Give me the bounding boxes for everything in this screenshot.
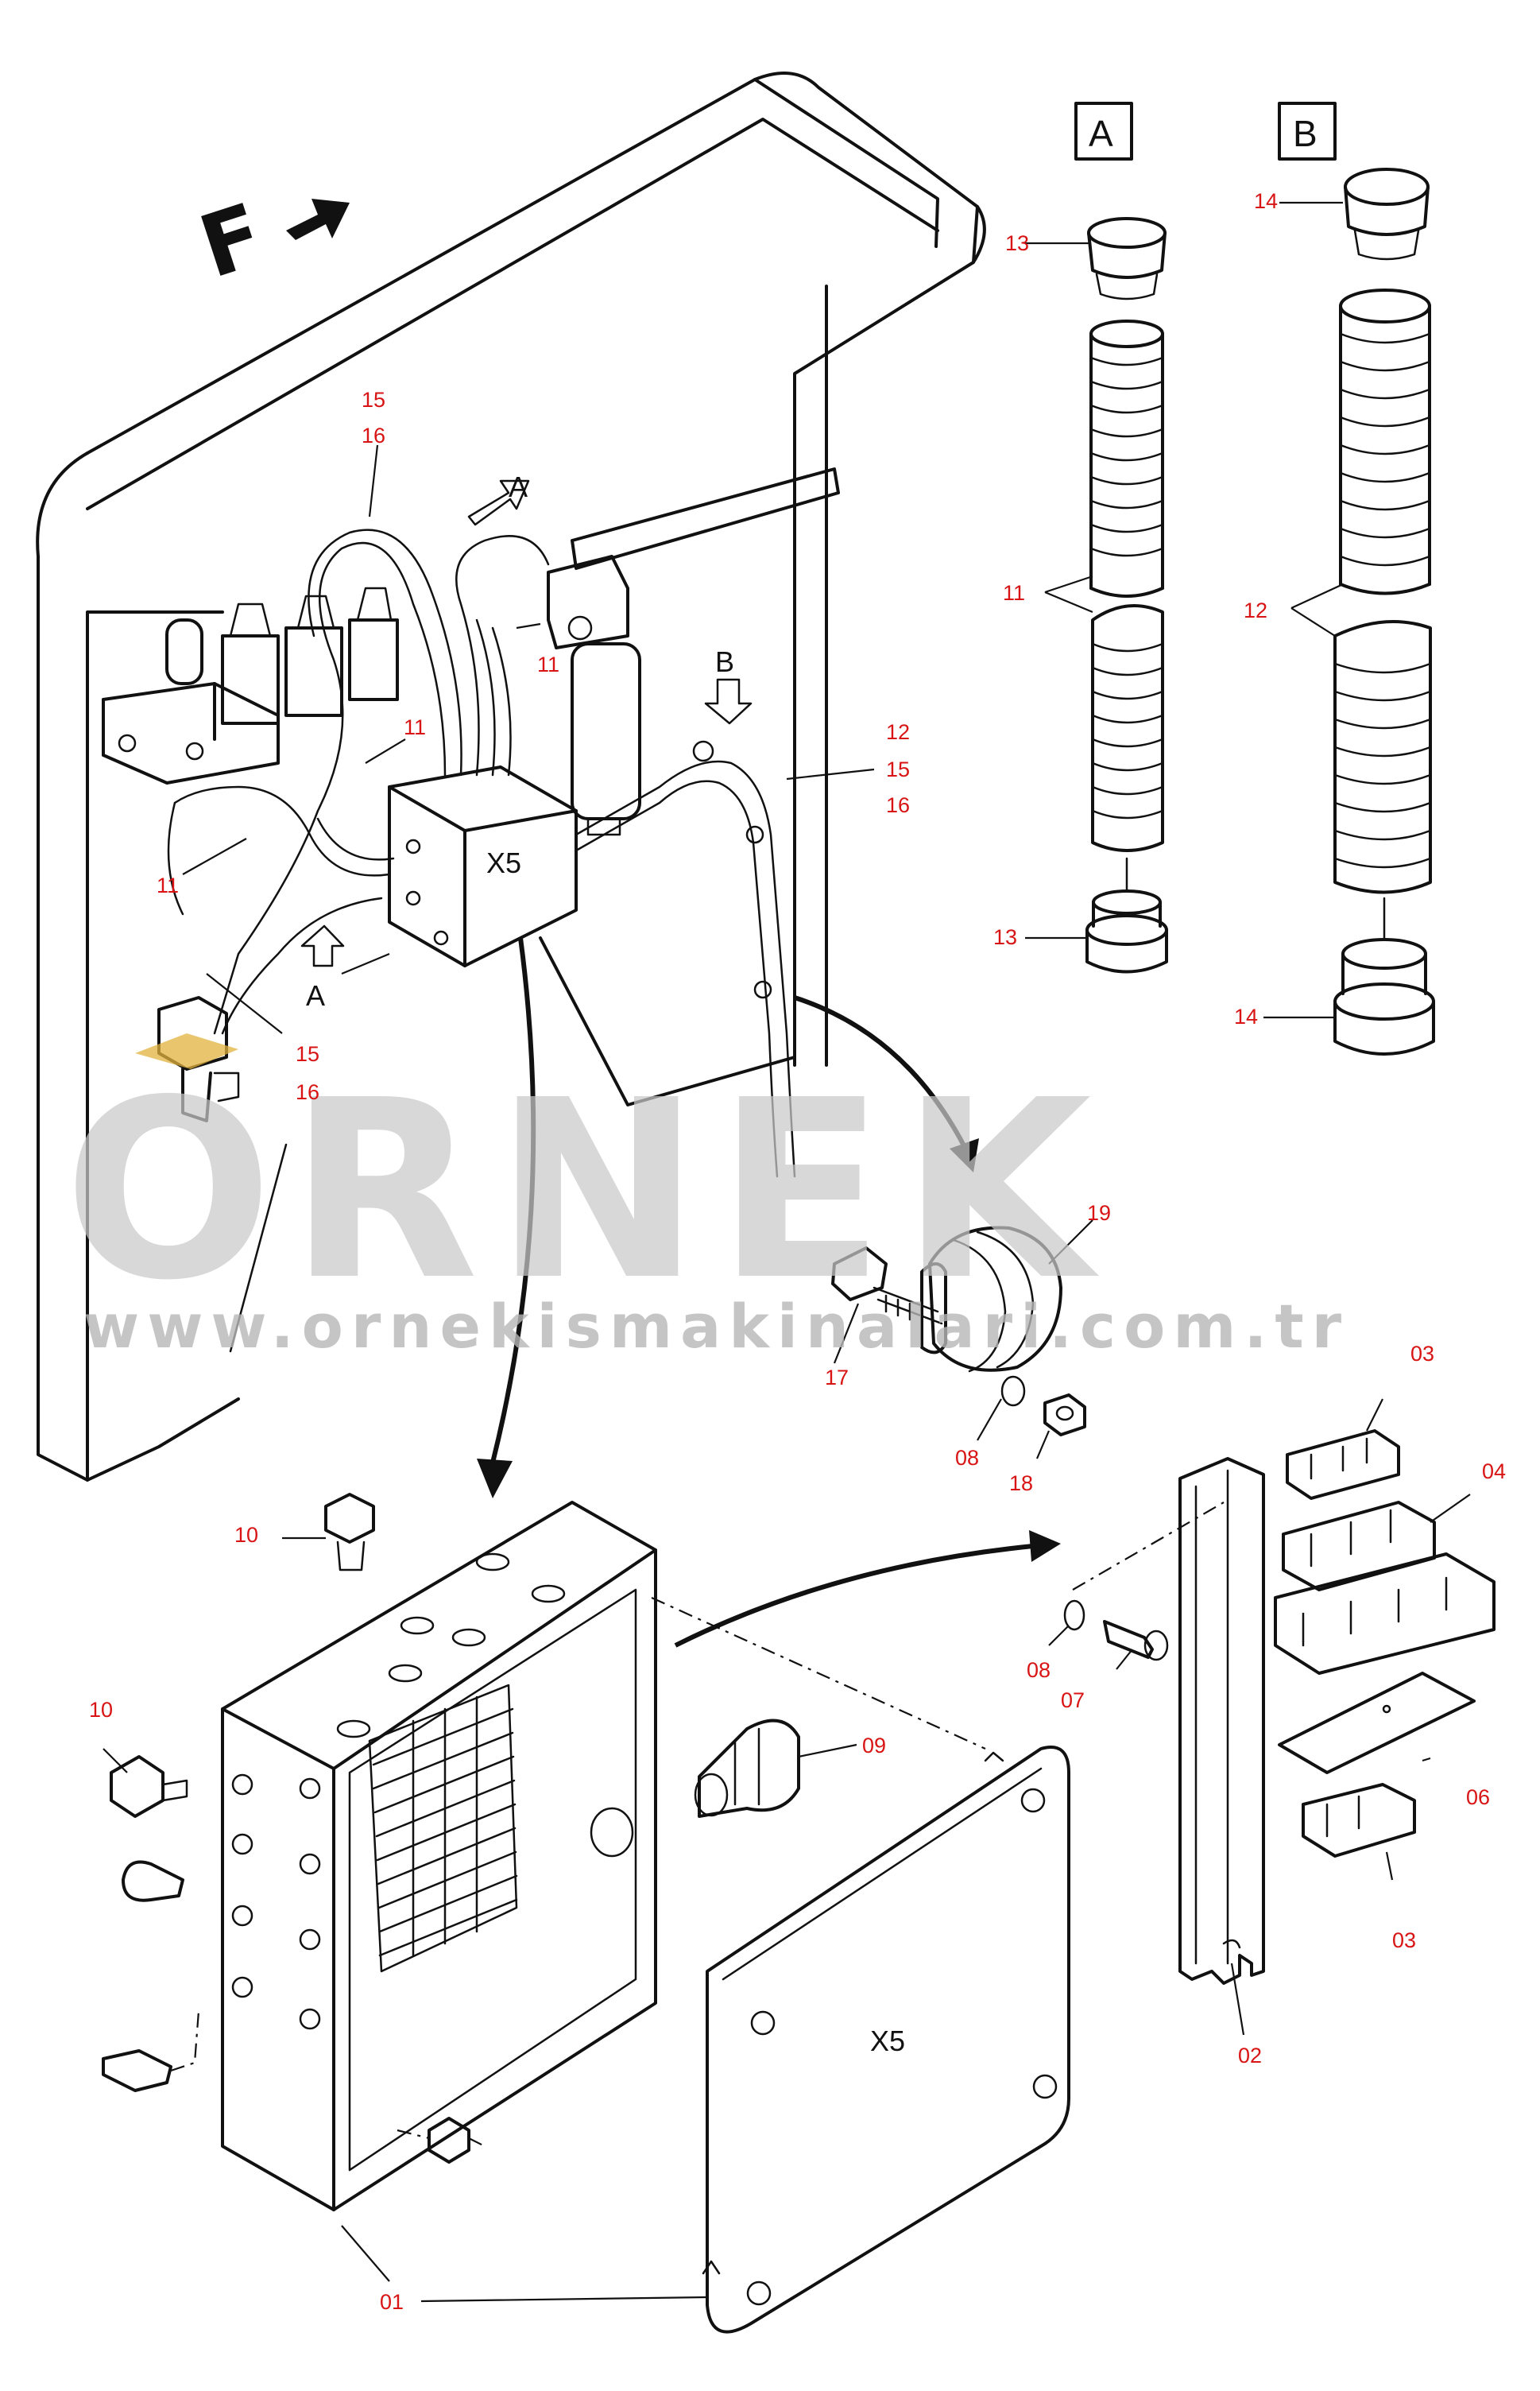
view-a-detail: A xyxy=(1074,102,1168,974)
callout-03: 03 xyxy=(1410,1342,1434,1366)
callout-10: 10 xyxy=(89,1698,113,1722)
callout-18: 18 xyxy=(1009,1471,1033,1495)
front-arrow-icon xyxy=(286,199,350,240)
callout-04: 04 xyxy=(1482,1459,1506,1483)
front-direction-marker: F xyxy=(188,185,350,298)
callout-13: 13 xyxy=(993,925,1017,949)
highlight-patch xyxy=(135,1033,238,1069)
view-a-mark-top: A xyxy=(509,471,528,503)
view-a-box-letter: A xyxy=(1089,113,1113,154)
front-letter: F xyxy=(188,185,275,298)
junction-box-cover: X5 xyxy=(651,1596,1070,2334)
watermark-brand: ORNEK xyxy=(64,1048,1108,1335)
callout-11: 11 xyxy=(1003,581,1025,605)
callout-07: 07 xyxy=(1061,1688,1085,1712)
pressure-switch xyxy=(135,996,240,1122)
callout-12: 12 xyxy=(1244,599,1267,622)
cover-label: X5 xyxy=(870,2025,905,2057)
callout-16: 16 xyxy=(362,424,385,448)
callout-16: 16 xyxy=(296,1080,319,1104)
junction-box-x5-small: X5 xyxy=(388,765,578,967)
watermark-url: www.ornekismakinalari.com.tr xyxy=(83,1291,1349,1362)
callout-11: 11 xyxy=(537,653,559,676)
flow-arrows xyxy=(477,937,1061,1648)
callout-15: 15 xyxy=(886,758,910,781)
callout-08: 08 xyxy=(955,1446,979,1470)
din-rail-assembly xyxy=(1063,1429,1496,1985)
callout-08: 08 xyxy=(1027,1658,1051,1682)
view-a-mark-bottom: A xyxy=(306,979,325,1012)
cable-gland-assembly xyxy=(831,1226,1086,1436)
view-b-box xyxy=(1278,102,1337,161)
callout-15: 15 xyxy=(296,1042,319,1066)
view-a-box xyxy=(1074,102,1133,161)
callout-03: 03 xyxy=(1392,1928,1416,1952)
junction-box-large xyxy=(102,1493,657,2211)
view-b-mark: B xyxy=(715,645,734,678)
junction-box-small-label: X5 xyxy=(486,847,521,879)
callout-02: 02 xyxy=(1238,2044,1262,2067)
callout-labels: 15 16 11 11 11 12 15 16 15 16 13 11 13 1… xyxy=(89,189,1506,2314)
view-b-detail: B xyxy=(1278,102,1435,1056)
callout-16: 16 xyxy=(886,793,910,817)
machine-cabinet xyxy=(36,72,986,1482)
callout-12: 12 xyxy=(886,720,910,744)
callout-14: 14 xyxy=(1234,1005,1258,1029)
watermark: ORNEK www.ornekismakinalari.com.tr xyxy=(64,1048,1349,1362)
callout-19: 19 xyxy=(1087,1201,1111,1225)
leader-lines xyxy=(103,201,1471,2303)
callout-14: 14 xyxy=(1254,189,1278,213)
callout-11: 11 xyxy=(157,874,179,897)
cable-harness xyxy=(167,529,796,1178)
callout-11: 11 xyxy=(404,715,426,739)
view-arrows: A B A xyxy=(300,471,753,1012)
callout-01: 01 xyxy=(380,2290,404,2314)
callout-06: 06 xyxy=(1466,1785,1490,1809)
cable-gland-09 xyxy=(694,1719,800,1818)
callout-15: 15 xyxy=(362,388,385,412)
valve-block-assembly xyxy=(102,587,399,785)
callout-09: 09 xyxy=(862,1734,886,1757)
view-b-box-letter: B xyxy=(1293,113,1318,154)
filter-cylinder xyxy=(547,555,641,836)
callout-10: 10 xyxy=(234,1523,258,1547)
callout-13: 13 xyxy=(1005,231,1029,255)
callout-17: 17 xyxy=(825,1366,849,1389)
